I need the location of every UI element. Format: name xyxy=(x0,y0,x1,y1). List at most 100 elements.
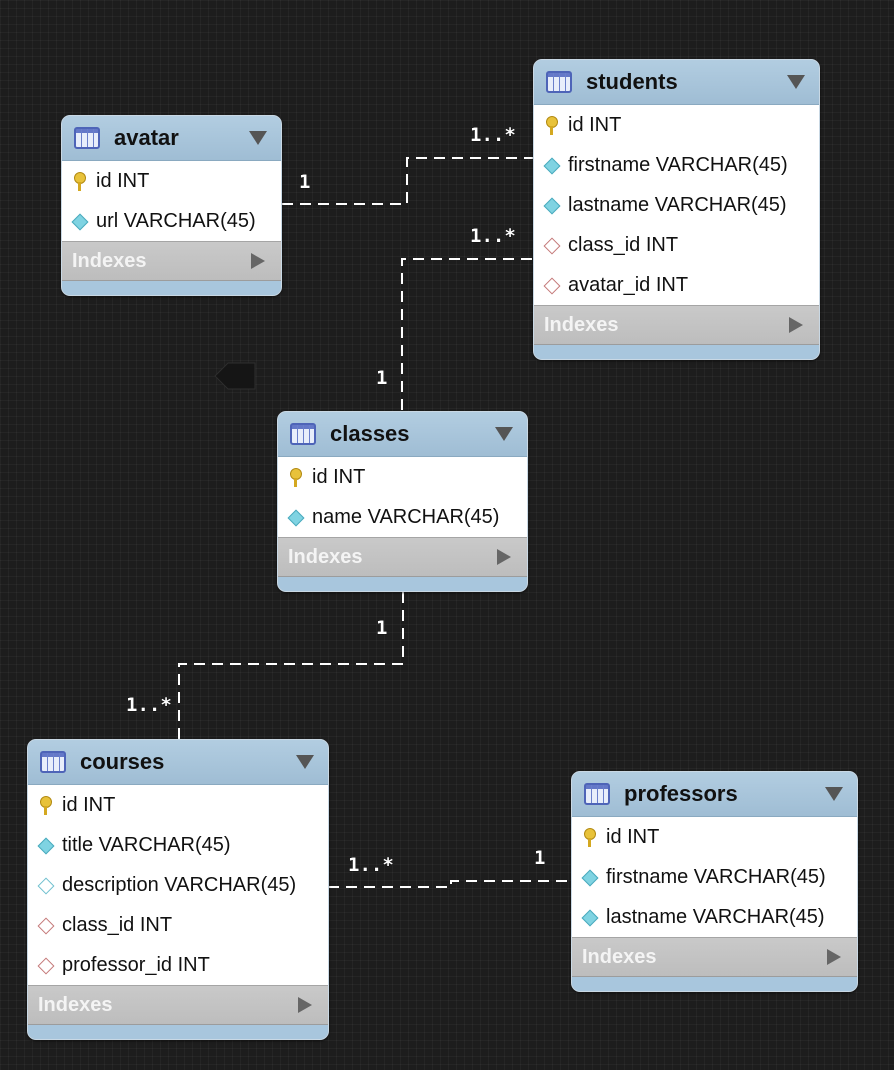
cardinality-label: 1..* xyxy=(126,694,172,716)
table-name: professors xyxy=(624,781,738,806)
column-icon xyxy=(544,198,558,212)
primary-key-icon xyxy=(72,172,86,191)
table-footer xyxy=(28,1025,328,1039)
column-row[interactable]: name VARCHAR(45) xyxy=(278,497,527,537)
indexes-label: Indexes xyxy=(38,993,113,1016)
indexes-section[interactable]: Indexes xyxy=(572,937,857,977)
table-icon xyxy=(290,423,316,445)
column-list: id INT firstname VARCHAR(45) lastname VA… xyxy=(534,105,819,305)
column-row[interactable]: url VARCHAR(45) xyxy=(62,201,281,241)
chevron-down-icon[interactable] xyxy=(249,131,267,145)
cardinality-label: 1..* xyxy=(348,854,394,876)
chevron-down-icon[interactable] xyxy=(825,787,843,801)
column-icon xyxy=(72,214,86,228)
column-label: lastname VARCHAR(45) xyxy=(606,905,825,928)
relationship-line-classes-courses[interactable] xyxy=(178,592,404,739)
column-label: lastname VARCHAR(45) xyxy=(568,193,787,216)
column-row[interactable]: id INT xyxy=(28,785,328,825)
table-name: students xyxy=(586,69,678,94)
column-row[interactable]: firstname VARCHAR(45) xyxy=(572,857,857,897)
relationship-line-avatar-students[interactable] xyxy=(282,157,534,205)
table-header[interactable]: classes xyxy=(278,412,527,457)
cardinality-label: 1 xyxy=(299,171,310,193)
column-label: id INT xyxy=(568,113,622,136)
relationship-line-courses-professors[interactable] xyxy=(328,880,571,888)
column-label: avatar_id INT xyxy=(568,273,689,296)
cardinality-label: 1 xyxy=(376,617,387,639)
table-professors[interactable]: professors id INT firstname VARCHAR(45) … xyxy=(571,771,858,992)
table-students[interactable]: students id INT firstname VARCHAR(45) la… xyxy=(533,59,820,360)
column-row[interactable]: lastname VARCHAR(45) xyxy=(534,185,819,225)
column-icon xyxy=(582,910,596,924)
column-icon xyxy=(38,838,52,852)
table-name: avatar xyxy=(114,125,179,150)
column-label: id INT xyxy=(62,793,116,816)
table-header[interactable]: avatar xyxy=(62,116,281,161)
column-label: professor_id INT xyxy=(62,953,210,976)
column-row[interactable]: id INT xyxy=(534,105,819,145)
table-name: classes xyxy=(330,421,410,446)
table-icon xyxy=(74,127,100,149)
chevron-down-icon[interactable] xyxy=(296,755,314,769)
column-icon xyxy=(582,870,596,884)
chevron-down-icon[interactable] xyxy=(495,427,513,441)
table-icon xyxy=(584,783,610,805)
column-label: id INT xyxy=(96,169,150,192)
foreign-key-icon xyxy=(544,238,558,252)
table-footer xyxy=(62,281,281,295)
column-label: firstname VARCHAR(45) xyxy=(568,153,788,176)
table-footer xyxy=(572,977,857,991)
column-row[interactable]: class_id INT xyxy=(534,225,819,265)
column-row[interactable]: id INT xyxy=(278,457,527,497)
column-label: name VARCHAR(45) xyxy=(312,505,500,528)
column-row[interactable]: firstname VARCHAR(45) xyxy=(534,145,819,185)
column-list: id INT name VARCHAR(45) xyxy=(278,457,527,537)
column-row[interactable]: description VARCHAR(45) xyxy=(28,865,328,905)
column-label: class_id INT xyxy=(568,233,679,256)
column-row[interactable]: id INT xyxy=(62,161,281,201)
column-icon xyxy=(544,158,558,172)
table-avatar[interactable]: avatar id INT url VARCHAR(45) Indexes xyxy=(61,115,282,296)
table-header[interactable]: courses xyxy=(28,740,328,785)
column-row[interactable]: class_id INT xyxy=(28,905,328,945)
indexes-section[interactable]: Indexes xyxy=(278,537,527,577)
table-header[interactable]: students xyxy=(534,60,819,105)
nullable-column-icon xyxy=(38,878,52,892)
indexes-section[interactable]: Indexes xyxy=(534,305,819,345)
chevron-down-icon[interactable] xyxy=(787,75,805,89)
indexes-label: Indexes xyxy=(582,945,657,968)
primary-key-icon xyxy=(288,468,302,487)
column-row[interactable]: title VARCHAR(45) xyxy=(28,825,328,865)
column-label: description VARCHAR(45) xyxy=(62,873,297,896)
column-row[interactable]: avatar_id INT xyxy=(534,265,819,305)
chevron-right-icon[interactable] xyxy=(251,253,265,269)
layer-tab-icon[interactable] xyxy=(214,362,256,390)
primary-key-icon xyxy=(544,116,558,135)
table-name: courses xyxy=(80,749,165,774)
table-header[interactable]: professors xyxy=(572,772,857,817)
column-row[interactable]: lastname VARCHAR(45) xyxy=(572,897,857,937)
column-label: url VARCHAR(45) xyxy=(96,209,256,232)
column-label: class_id INT xyxy=(62,913,173,936)
relationship-line-classes-students[interactable] xyxy=(401,258,534,410)
column-label: title VARCHAR(45) xyxy=(62,833,231,856)
table-classes[interactable]: classes id INT name VARCHAR(45) Indexes xyxy=(277,411,528,592)
chevron-right-icon[interactable] xyxy=(497,549,511,565)
chevron-right-icon[interactable] xyxy=(298,997,312,1013)
cardinality-label: 1 xyxy=(376,367,387,389)
column-label: id INT xyxy=(312,465,366,488)
column-icon xyxy=(288,510,302,524)
chevron-right-icon[interactable] xyxy=(827,949,841,965)
chevron-right-icon[interactable] xyxy=(789,317,803,333)
column-row[interactable]: id INT xyxy=(572,817,857,857)
indexes-section[interactable]: Indexes xyxy=(62,241,281,281)
indexes-label: Indexes xyxy=(288,545,363,568)
indexes-label: Indexes xyxy=(72,249,147,272)
indexes-section[interactable]: Indexes xyxy=(28,985,328,1025)
foreign-key-icon xyxy=(38,958,52,972)
column-row[interactable]: professor_id INT xyxy=(28,945,328,985)
column-list: id INT firstname VARCHAR(45) lastname VA… xyxy=(572,817,857,937)
table-courses[interactable]: courses id INT title VARCHAR(45) descrip… xyxy=(27,739,329,1040)
